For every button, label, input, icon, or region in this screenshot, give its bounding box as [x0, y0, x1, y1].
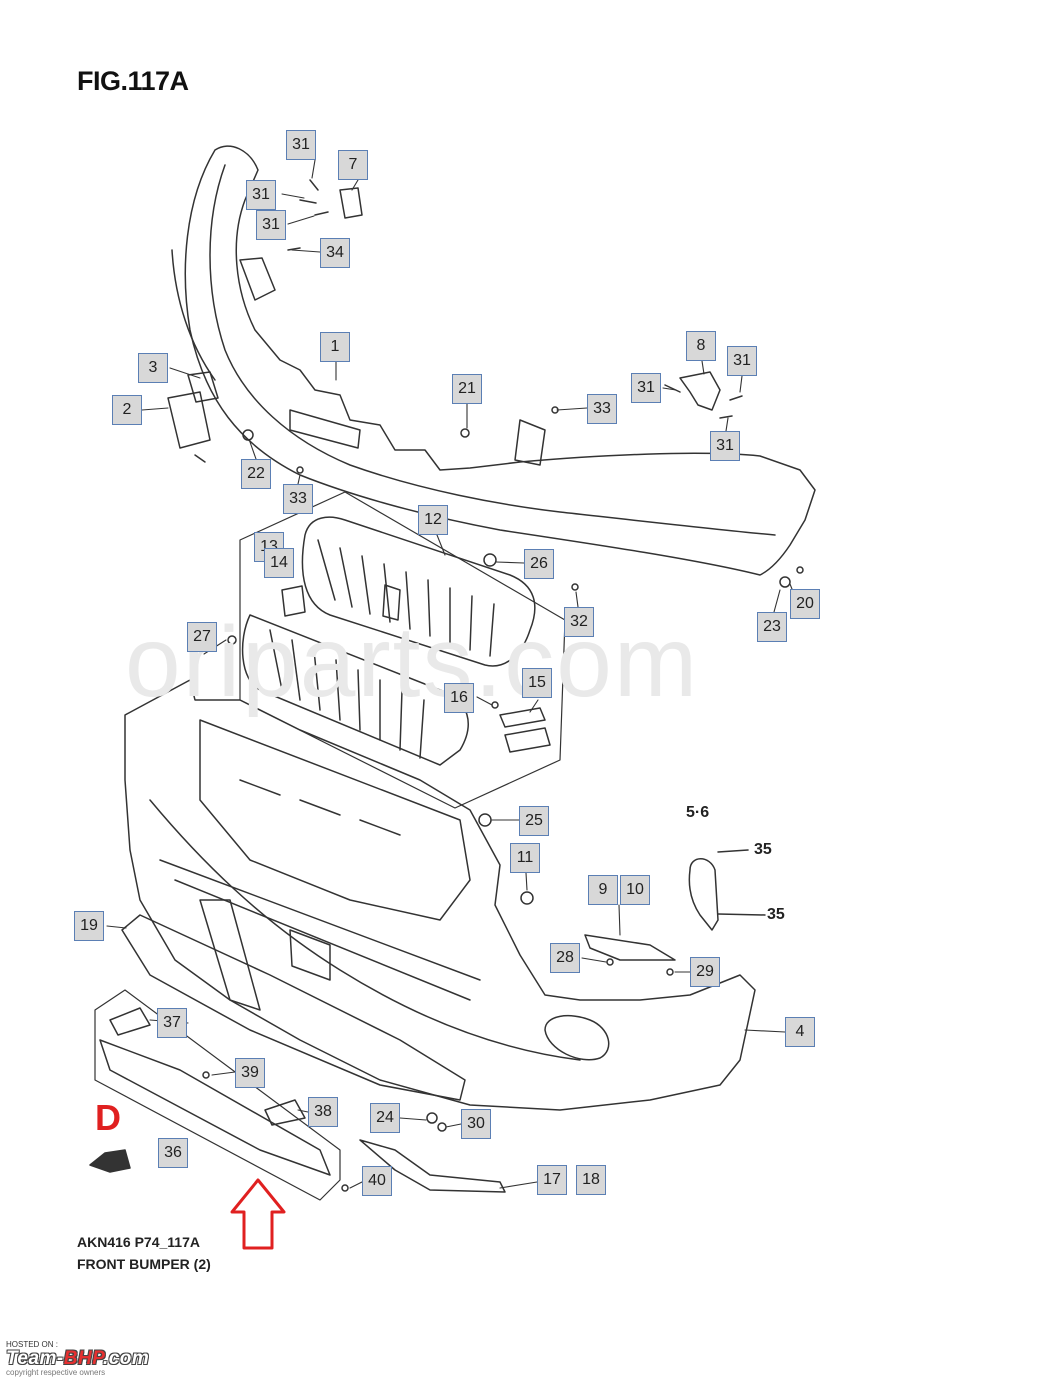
watermark-text: oriparts.com [125, 606, 700, 718]
fog-lamp-bracket [688, 849, 766, 931]
callout-25[interactable]: 25 [519, 806, 549, 836]
callout-31[interactable]: 31 [246, 180, 276, 210]
lower-bumper-cover [124, 679, 756, 1111]
callout-8[interactable]: 8 [686, 331, 716, 361]
callout-11[interactable]: 11 [510, 843, 540, 873]
bracket-7 [287, 179, 363, 251]
caption-code: AKN416 P74_117A [77, 1234, 200, 1250]
marker-letter-d: D [95, 1097, 121, 1138]
logo-suffix: .com [102, 1348, 150, 1369]
callout-36[interactable]: 36 [158, 1138, 188, 1168]
callout-23[interactable]: 23 [757, 612, 787, 642]
callout-3[interactable]: 3 [138, 353, 168, 383]
logo-accent: BHP [63, 1348, 103, 1369]
callout-12[interactable]: 12 [418, 505, 448, 535]
callout-14[interactable]: 14 [264, 548, 294, 578]
callout-10[interactable]: 10 [620, 875, 650, 905]
leader-lines [106, 159, 793, 1189]
small-fasteners [202, 406, 804, 1192]
brackets-2-3 [167, 371, 219, 463]
callout-22[interactable]: 22 [241, 459, 271, 489]
lower-trim-19 [121, 914, 466, 1101]
upper-grille-12 [301, 516, 536, 667]
callout-31[interactable]: 31 [631, 373, 661, 403]
team-bhp-logo[interactable]: Team-BHP.com [6, 1348, 149, 1370]
caption-name: FRONT BUMPER (2) [77, 1256, 211, 1272]
callout-28[interactable]: 28 [550, 943, 580, 973]
forward-arrow-icon [89, 1149, 131, 1173]
garnish-17-18 [359, 1139, 506, 1193]
callout-19[interactable]: 19 [74, 911, 104, 941]
callout-26[interactable]: 26 [524, 549, 554, 579]
callout-31[interactable]: 31 [256, 210, 286, 240]
callout-37[interactable]: 37 [157, 1008, 187, 1038]
callout-27[interactable]: 27 [187, 622, 217, 652]
callout-17[interactable]: 17 [537, 1165, 567, 1195]
callout-33[interactable]: 33 [587, 394, 617, 424]
callout-1[interactable]: 1 [320, 332, 350, 362]
figure-title: FIG.117A [77, 66, 189, 96]
callout-34[interactable]: 34 [320, 238, 350, 268]
callout-5-6[interactable]: 5·6 [686, 804, 710, 821]
red-up-arrow-icon [230, 1178, 286, 1250]
callout-24[interactable]: 24 [370, 1103, 400, 1133]
callout-35[interactable]: 35 [767, 906, 785, 923]
logo-main: Team- [6, 1348, 64, 1369]
callout-29[interactable]: 29 [690, 957, 720, 987]
bracket-9-10 [584, 934, 676, 961]
callout-16[interactable]: 16 [444, 683, 474, 713]
callout-38[interactable]: 38 [308, 1097, 338, 1127]
skid-plate-box [94, 989, 341, 1201]
callout-15[interactable]: 15 [522, 668, 552, 698]
callout-33[interactable]: 33 [283, 484, 313, 514]
callout-31[interactable]: 31 [710, 431, 740, 461]
hosted-on-label: HOSTED ON : [6, 1340, 59, 1349]
callout-9[interactable]: 9 [588, 875, 618, 905]
callout-31[interactable]: 31 [727, 346, 757, 376]
emblem-parts [281, 585, 551, 753]
callout-31[interactable]: 31 [286, 130, 316, 160]
callout-20[interactable]: 20 [790, 589, 820, 619]
callout-7[interactable]: 7 [338, 150, 368, 180]
callout-30[interactable]: 30 [461, 1109, 491, 1139]
bracket-8 [664, 371, 743, 419]
callout-18[interactable]: 18 [576, 1165, 606, 1195]
callout-21[interactable]: 21 [452, 374, 482, 404]
callout-4[interactable]: 4 [785, 1017, 815, 1047]
callout-2[interactable]: 2 [112, 395, 142, 425]
callout-32[interactable]: 32 [564, 607, 594, 637]
callout-39[interactable]: 39 [235, 1058, 265, 1088]
callout-35[interactable]: 35 [754, 841, 772, 858]
upper-bumper-cover [171, 145, 816, 576]
copyright-notice: copyright respective owners [6, 1368, 106, 1377]
callout-40[interactable]: 40 [362, 1166, 392, 1196]
